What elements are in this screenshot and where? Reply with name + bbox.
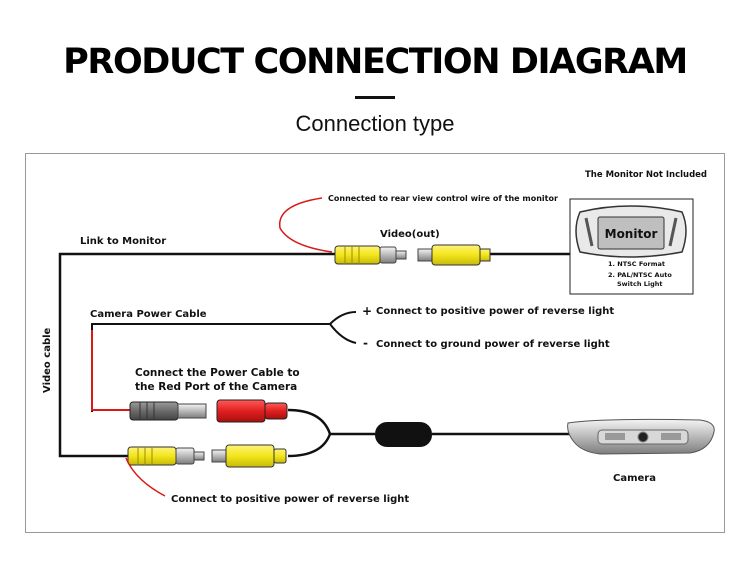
- monitor-spec-2b: Switch Light: [617, 280, 663, 288]
- ground-power-label: Connect to ground power of reverse light: [376, 339, 610, 350]
- diagram-frame: [25, 153, 725, 533]
- page-subtitle: Connection type: [295, 111, 455, 136]
- power-cable-note-line1: Connect the Power Cable to: [135, 367, 300, 379]
- monitor-spec-1: 1. NTSC Format: [608, 260, 665, 268]
- power-cable-note-line2: the Red Port of the Camera: [135, 381, 297, 393]
- monitor-screen-label: Monitor: [605, 227, 658, 241]
- video-cable-label: Video cable: [42, 327, 53, 393]
- camera-label: Camera: [613, 473, 656, 484]
- monitor-spec-2a: 2. PAL/NTSC Auto: [608, 271, 672, 279]
- power-cable-wire: [91, 311, 357, 412]
- red-power-wire: [91, 330, 130, 411]
- camera-merge-wire: [287, 408, 578, 458]
- camera-image: [567, 418, 715, 455]
- positive-power-label: Connect to positive power of reverse lig…: [376, 306, 614, 317]
- camera-power-cable-label: Camera Power Cable: [90, 309, 207, 320]
- video-out-connector: [334, 244, 491, 266]
- plus-sign: +: [362, 304, 372, 318]
- monitor-image: [569, 198, 694, 295]
- minus-sign: -: [363, 336, 368, 350]
- rear-view-pointer: [279, 197, 333, 253]
- link-to-monitor-label: Link to Monitor: [80, 236, 166, 247]
- title-divider: [355, 96, 395, 99]
- page-title: PRODUCT CONNECTION DIAGRAM: [63, 42, 688, 82]
- video-out-label: Video(out): [380, 229, 440, 240]
- inline-module: [375, 422, 432, 447]
- video-cable-wire: [58, 252, 570, 458]
- rear-view-note: Connected to rear view control wire of t…: [328, 194, 558, 203]
- bottom-note-label: Connect to positive power of reverse lig…: [171, 494, 409, 505]
- bottom-note-pointer: [125, 457, 166, 497]
- monitor-not-included: The Monitor Not Included: [585, 170, 707, 180]
- dc-power-connector: [129, 399, 288, 423]
- video-rca-connector: [127, 444, 287, 468]
